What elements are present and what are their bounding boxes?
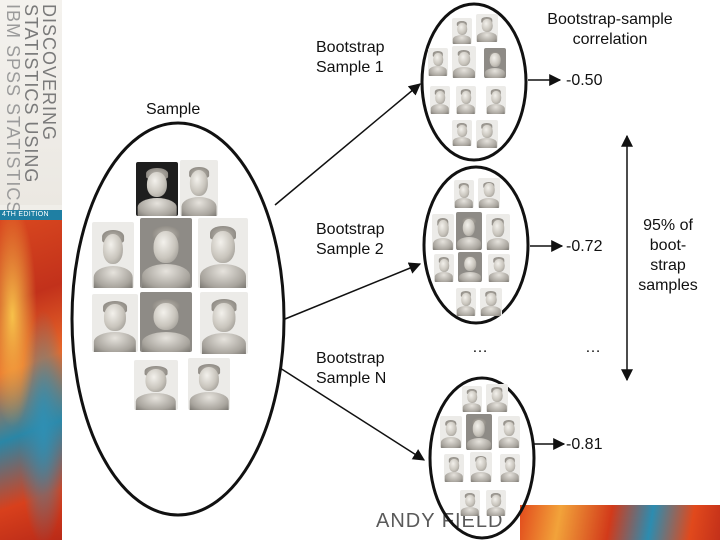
cover-artwork	[0, 220, 62, 540]
ellipsis-left: …	[472, 339, 488, 356]
sample-bust-3	[92, 222, 134, 288]
bn-bust-10	[486, 490, 506, 516]
b1-bust-1	[452, 18, 472, 44]
interval-label: 95% of boot- strap samples	[630, 216, 706, 296]
bn-bust-5	[498, 416, 520, 448]
b2-bust-1	[454, 180, 474, 208]
interval-label-line-3: strap	[650, 257, 686, 274]
correlation-header: Bootstrap-sample correlation	[547, 11, 673, 48]
b1-bust-4	[452, 46, 476, 78]
b2-bust-2	[478, 178, 500, 208]
bootstrap-label-n: Bootstrap Sample N	[316, 350, 387, 387]
interval-label-line-4: samples	[638, 277, 698, 294]
sample-bust-9	[134, 360, 178, 410]
edition-label: 4TH EDITION	[2, 211, 49, 218]
arrow-to-sample-2	[284, 262, 422, 320]
edition-bar	[0, 210, 62, 220]
b1-bust-6	[430, 86, 450, 114]
sample-ellipse	[70, 121, 286, 517]
sample-bust-7	[140, 292, 192, 352]
b2-bust-9	[456, 288, 476, 316]
bn-bust-7	[470, 452, 492, 482]
bn-bust-9	[460, 490, 480, 516]
bn-bust-2	[486, 384, 508, 412]
b1-bust-9	[452, 120, 472, 146]
b2-bust-4	[456, 212, 482, 250]
b1-bust-7	[456, 86, 476, 114]
arrow-to-sample-1	[274, 83, 421, 206]
b2-bust-7	[458, 252, 482, 282]
bn-bust-3	[440, 416, 462, 448]
b2-bust-8	[488, 254, 510, 282]
bootstrap-label-1: Bootstrap Sample 1	[316, 39, 385, 76]
cover-artwork-bottom	[520, 505, 720, 540]
interval-label-line-2: boot-	[649, 237, 687, 254]
bn-bust-4	[466, 414, 492, 450]
sample-bust-4	[140, 218, 192, 288]
bootstrap-ellipse-2	[422, 165, 530, 325]
bn-bust-8	[500, 454, 520, 482]
bn-bust-1	[462, 386, 482, 412]
b1-bust-3	[428, 48, 448, 76]
sample-bust-2	[180, 160, 218, 216]
b2-bust-5	[486, 214, 510, 250]
correlation-value-2: -0.72	[566, 238, 603, 255]
b2-bust-10	[480, 288, 502, 316]
arrow-to-sample-n	[279, 367, 426, 461]
sample-bust-1	[136, 162, 178, 216]
correlation-value-n: -0.81	[566, 436, 603, 453]
sample-bust-8	[200, 292, 248, 354]
b1-bust-2	[476, 14, 498, 42]
b2-bust-3	[432, 214, 454, 250]
correlation-value-1: -0.50	[566, 72, 603, 89]
sample-bust-6	[92, 294, 138, 352]
bootstrap-label-2: Bootstrap Sample 2	[316, 221, 385, 258]
sample-label: Sample	[146, 101, 201, 118]
book-cover-strip: DISCOVERING STATISTICS USING IBM SPSS ST…	[0, 0, 62, 540]
b1-bust-10	[476, 120, 498, 148]
bn-bust-6	[444, 454, 464, 482]
interval-label-line-1: 95% of	[643, 217, 693, 234]
sample-bust-10	[188, 358, 230, 410]
b1-bust-5	[484, 48, 506, 78]
bootstrap-ellipse-1	[420, 2, 528, 162]
sample-bust-5	[198, 218, 248, 288]
b1-bust-8	[486, 86, 506, 114]
bootstrap-ellipse-n	[428, 376, 536, 540]
ellipsis-right: …	[585, 339, 601, 356]
b2-bust-6	[434, 254, 454, 282]
